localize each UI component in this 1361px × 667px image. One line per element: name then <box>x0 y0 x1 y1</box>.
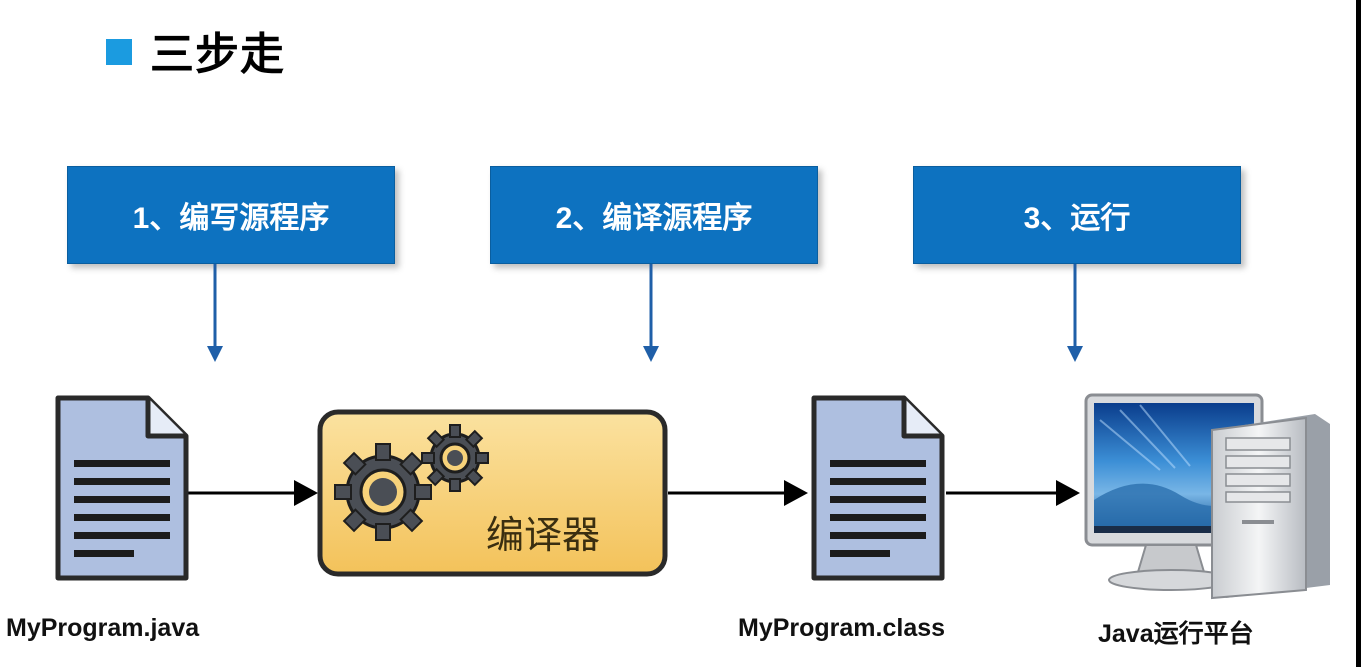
step-box-run: 3、运行 <box>913 166 1241 264</box>
document-icon <box>55 395 189 581</box>
gears-icon <box>334 424 489 541</box>
node-label-class: MyProgram.class <box>738 614 946 642</box>
node-label-runtime: Java运行平台 <box>1098 620 1254 648</box>
down-arrow-3 <box>1067 264 1083 362</box>
document-icon <box>811 395 945 581</box>
flow-arrow-2 <box>668 480 808 506</box>
compiler-box: 编译器 <box>317 409 668 577</box>
title-bullet <box>106 39 132 65</box>
flow-arrow-1 <box>188 480 318 506</box>
down-arrow-1 <box>207 264 223 362</box>
step-box-compile: 2、编译源程序 <box>490 166 818 264</box>
step-box-write: 1、编写源程序 <box>67 166 395 264</box>
flow-arrow-3 <box>946 480 1080 506</box>
compiler-label: 编译器 <box>486 513 600 557</box>
down-arrow-2 <box>643 264 659 362</box>
right-edge-bar <box>1356 0 1361 667</box>
computer-icon <box>1084 393 1330 600</box>
page-title: 三步走 <box>150 30 285 79</box>
node-label-java: MyProgram.java <box>6 614 200 642</box>
